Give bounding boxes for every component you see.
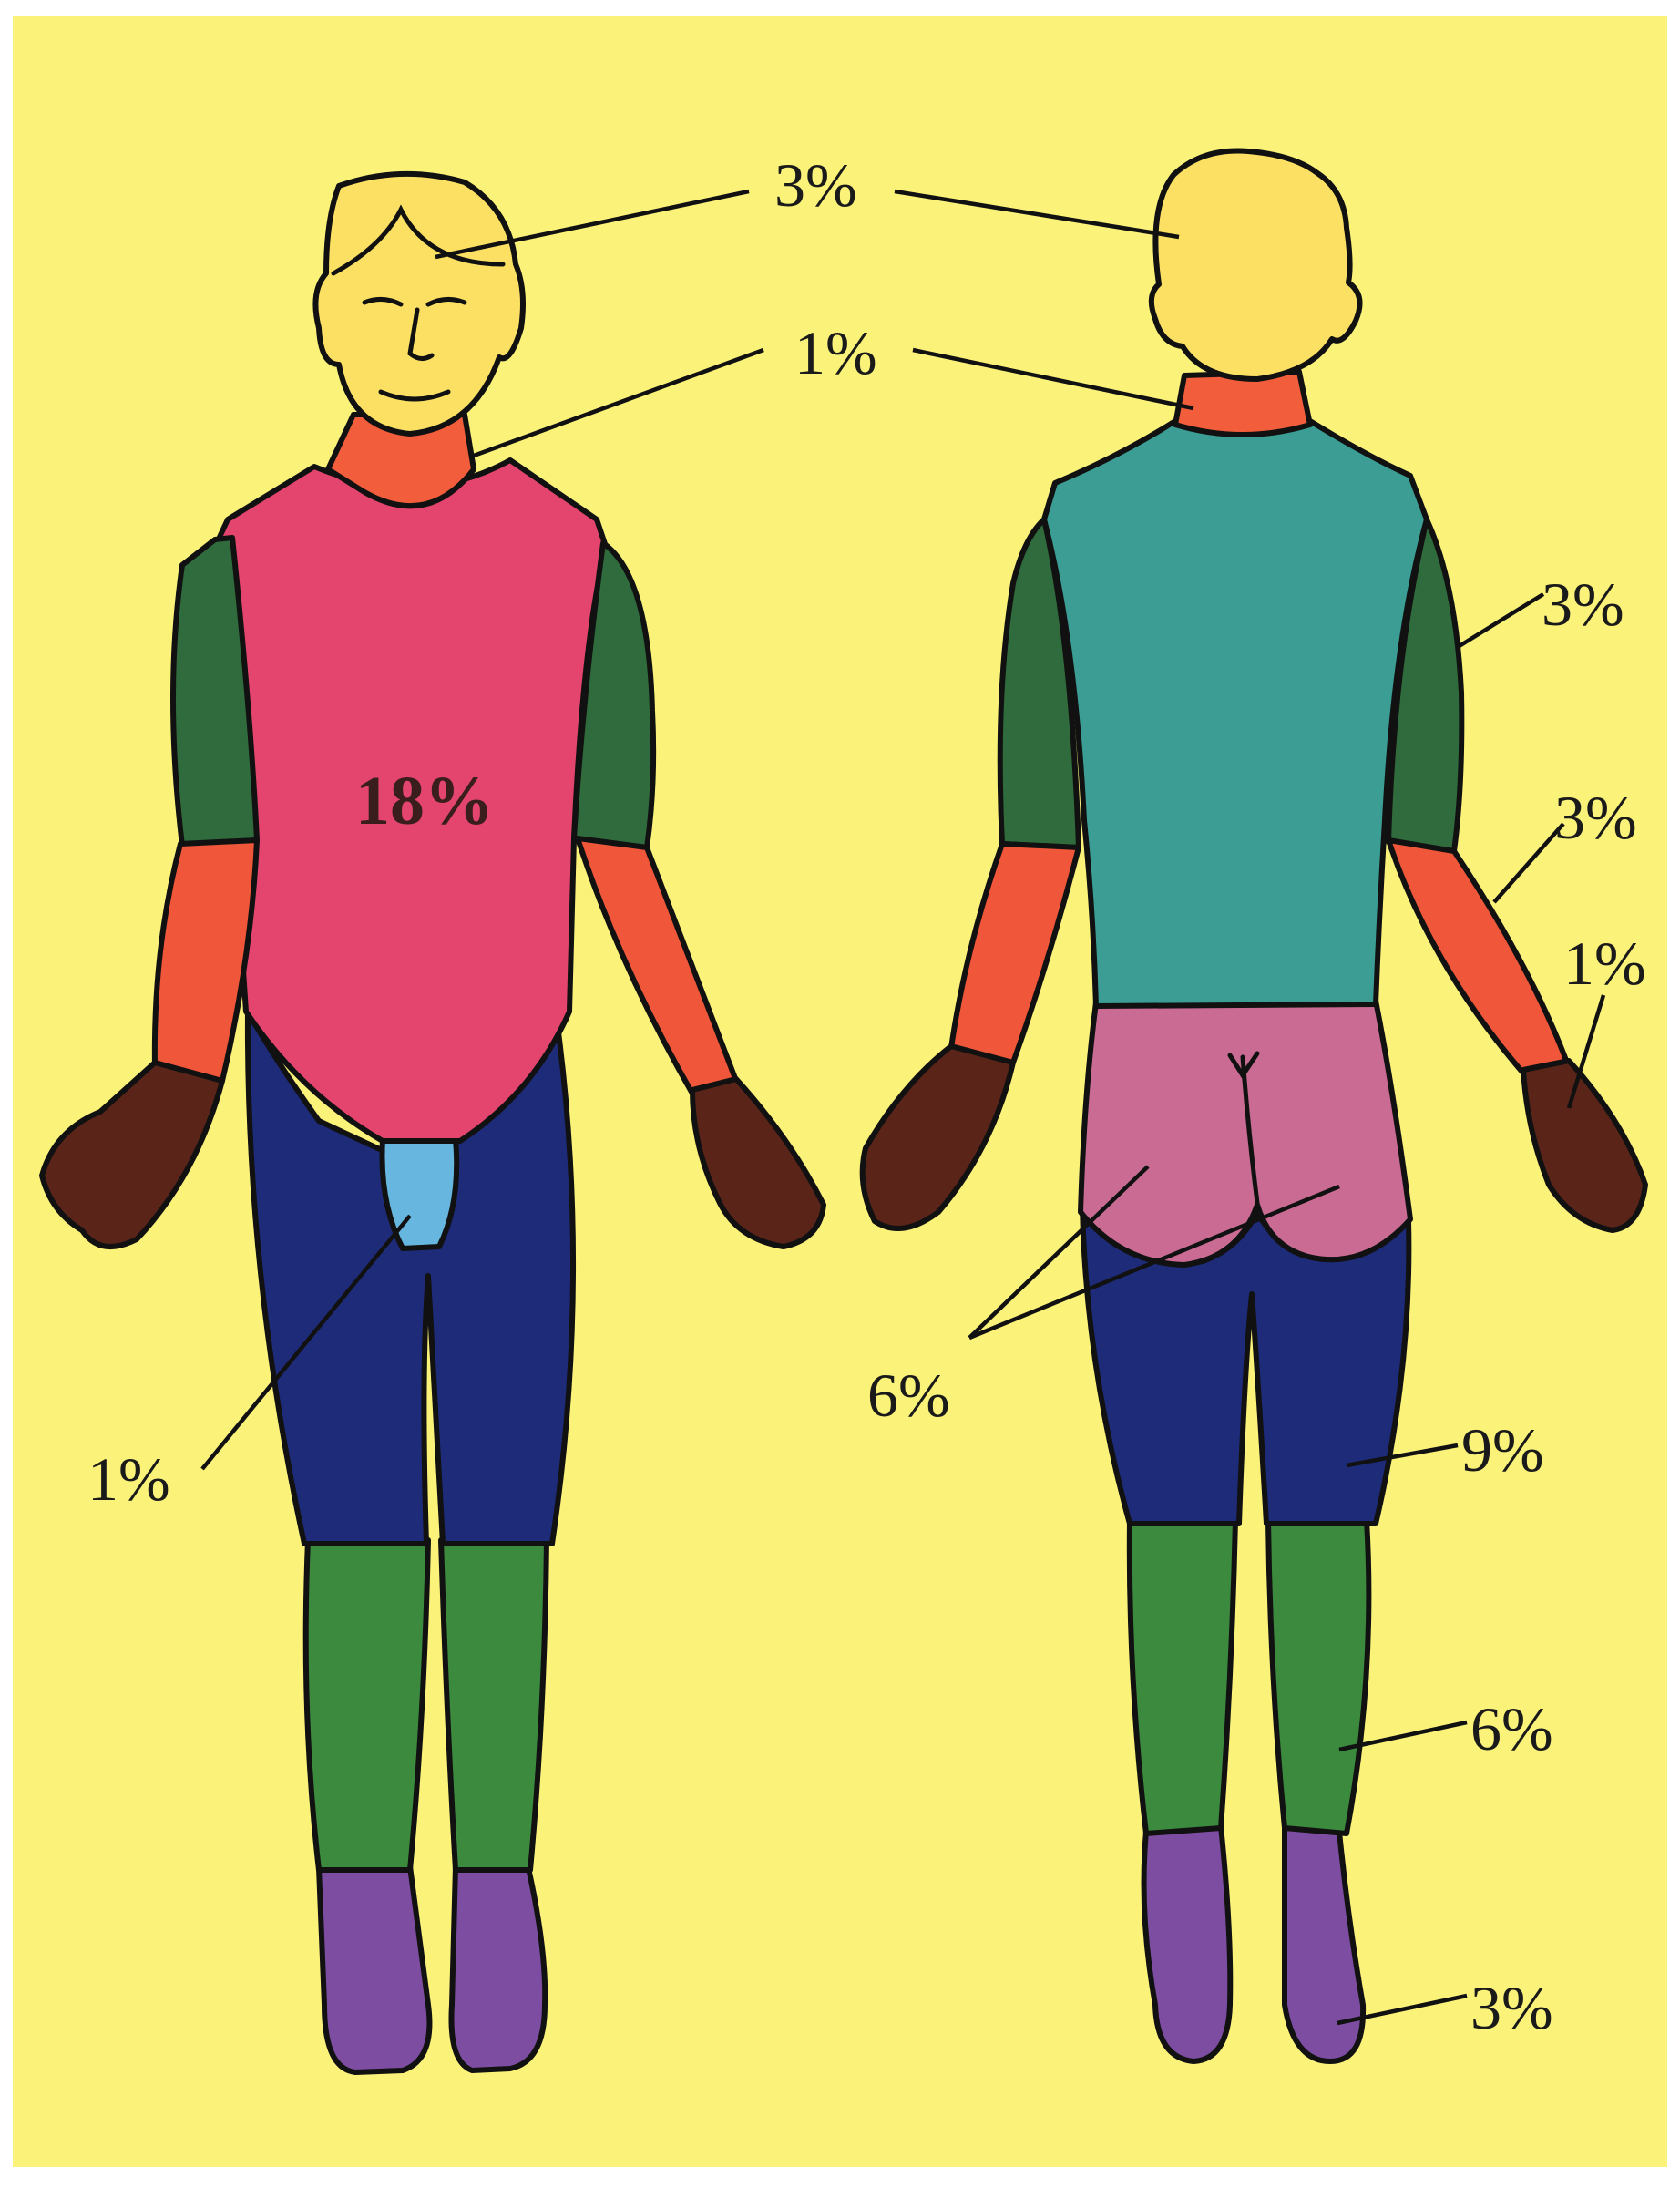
back-left-lower-leg	[1130, 1520, 1235, 1834]
label-thigh: 9%	[1461, 1415, 1544, 1484]
label-trunk-front: 18%	[355, 763, 494, 839]
front-right-foot	[451, 1866, 545, 2070]
front-left-foot	[319, 1866, 429, 2072]
front-right-lower-leg	[441, 1540, 547, 1870]
label-head: 3%	[774, 150, 857, 220]
label-upper-arm: 3%	[1542, 570, 1624, 639]
back-right-lower-leg	[1268, 1520, 1368, 1834]
back-left-foot	[1144, 1826, 1231, 2061]
label-foot: 3%	[1470, 1973, 1553, 2042]
front-left-lower-leg	[306, 1540, 428, 1870]
back-neck	[1175, 372, 1310, 435]
back-head	[1152, 151, 1360, 379]
label-lower-leg: 6%	[1470, 1694, 1553, 1763]
label-neck: 1%	[794, 318, 877, 387]
label-forearm: 3%	[1554, 783, 1637, 852]
label-genitals: 1%	[87, 1444, 170, 1514]
label-hand: 1%	[1563, 929, 1646, 998]
front-genitals	[382, 1139, 456, 1248]
label-buttocks: 6%	[867, 1361, 950, 1430]
back-trunk	[1044, 421, 1427, 1006]
